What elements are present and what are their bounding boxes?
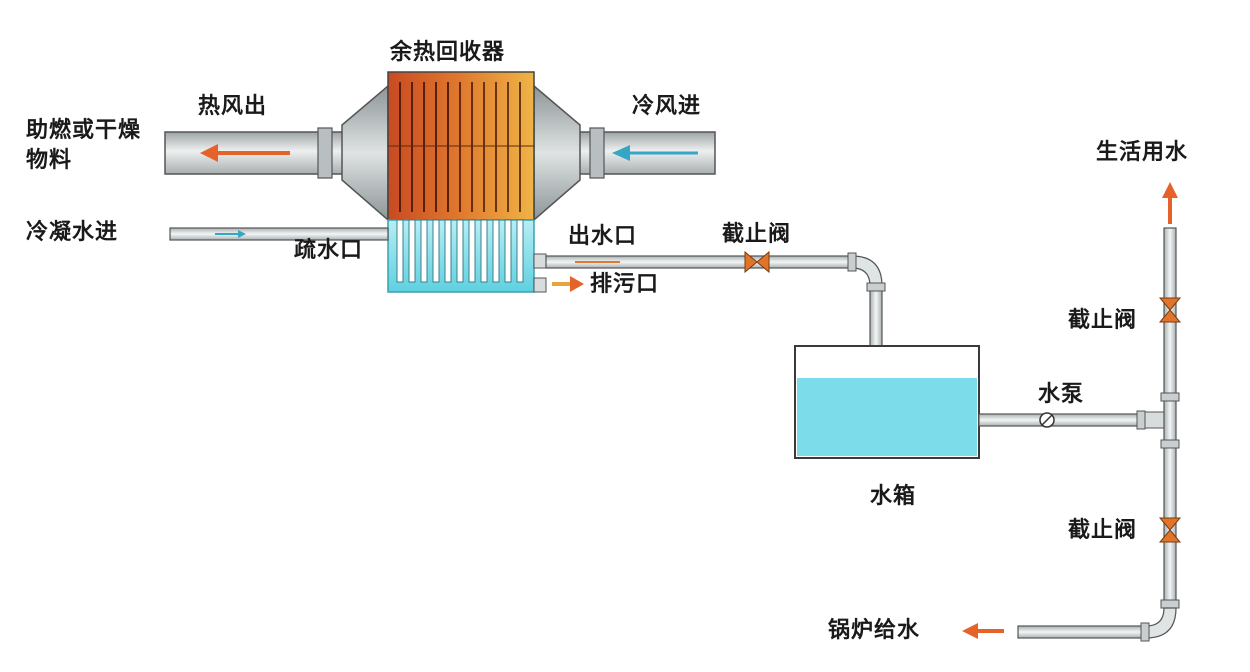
water-tank <box>794 345 980 459</box>
shutoff-valve-right-upper <box>1158 297 1182 323</box>
pump-label: 水泵 <box>1038 382 1085 407</box>
boiler-feed-arrow <box>962 623 1004 639</box>
outlet-pipe <box>533 252 886 347</box>
water-outlet-label: 出水口 <box>568 224 638 249</box>
drain-label: 疏水口 <box>294 238 364 263</box>
condensate-in-pipe <box>169 227 389 241</box>
domestic-water-arrow <box>1162 182 1178 224</box>
hot-air-out-arrow <box>200 144 290 162</box>
domestic-water-label: 生活用水 <box>1096 140 1189 165</box>
valve-right-upper-label: 截止阀 <box>1068 308 1138 333</box>
recovery-unit-title: 余热回收器 <box>390 40 506 65</box>
heat-exchanger-fins <box>399 82 521 212</box>
boiler-feed-label: 锅炉给水 <box>828 618 921 643</box>
waste-heat-recovery-unit <box>341 71 581 293</box>
cold-air-in-label: 冷风进 <box>632 94 702 119</box>
blowdown-outlet <box>533 276 584 293</box>
blowdown-label: 排污口 <box>590 272 660 297</box>
water-tubes <box>396 219 524 283</box>
pump-icon <box>1039 412 1055 428</box>
vertical-supply-pipe <box>1145 227 1180 639</box>
cold-air-in-arrow <box>612 145 698 161</box>
tank-label: 水箱 <box>870 484 917 509</box>
pump-pipe <box>978 410 1166 430</box>
hot-air-out-label: 热风出 <box>198 94 268 119</box>
valve-right-lower-label: 截止阀 <box>1068 518 1138 543</box>
destination-label-line2: 物料 <box>26 148 73 173</box>
condensate-in-label: 冷凝水进 <box>26 220 119 245</box>
valve-top-label: 截止阀 <box>722 222 792 247</box>
shutoff-valve-right-lower <box>1158 517 1182 543</box>
destination-label-line1: 助燃或干燥 <box>26 118 142 143</box>
boiler-feed-pipe <box>1017 622 1150 642</box>
shutoff-valve-top <box>744 250 770 274</box>
hot-air-duct <box>164 127 346 179</box>
